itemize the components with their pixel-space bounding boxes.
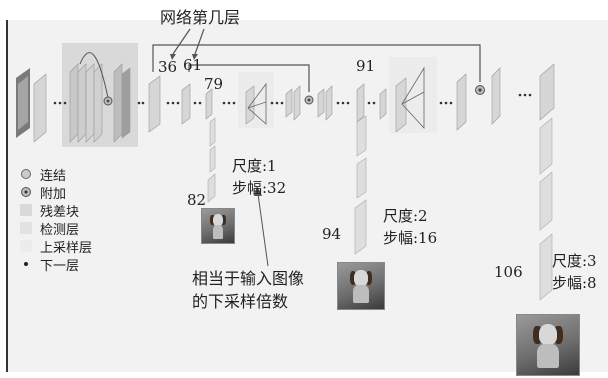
legend-item-concat: 连结 [20, 166, 67, 184]
legend-label: 连结 [40, 168, 67, 184]
legend-label: 检测层 [40, 222, 80, 238]
dog-thumbnail-medium [337, 262, 385, 310]
scale-2-label: 尺度:2 [383, 207, 428, 225]
legend-item-next-layer: 下一层 [20, 256, 80, 274]
annotation-arrowhead [254, 186, 262, 196]
layer-number-94: 94 [322, 225, 342, 243]
legend-item-detection: 检测层 [20, 220, 80, 238]
dog-thumbnail-small [201, 208, 235, 244]
skip-connection-lines [152, 28, 481, 92]
next-layer-dots [53, 93, 532, 105]
residual-block-swatch [20, 204, 32, 216]
annotation-line-2: 的下采样倍数 [192, 292, 289, 311]
upsample-fan [247, 66, 425, 130]
detection-branch-2 [354, 115, 367, 255]
diagram-title: 网络第几层 [160, 8, 241, 27]
scale-3-label: 尺度:3 [552, 252, 597, 270]
layer-block [33, 73, 47, 143]
upsample-layer-swatch [20, 240, 32, 252]
next-layer-dot [24, 262, 28, 266]
dog-thumbnail-large [516, 314, 580, 376]
layer-number-61: 61 [183, 56, 203, 74]
legend-label: 下一层 [40, 258, 80, 274]
legend-label: 残差块 [40, 204, 80, 220]
detection-layer-swatch [20, 222, 32, 234]
legend-label: 附加 [40, 186, 67, 202]
legend-item-upsample: 上采样层 [20, 238, 93, 256]
legend-label: 上采样层 [40, 240, 93, 256]
layer-number-36: 36 [158, 58, 178, 76]
residual-block-layers [69, 63, 131, 143]
stride-8-label: 步幅:8 [552, 274, 597, 292]
layer-number-79: 79 [204, 75, 224, 93]
residual-arc [79, 52, 109, 99]
backbone-layers [148, 63, 555, 133]
add-icon [21, 187, 31, 197]
legend-item-residual: 残差块 [20, 202, 80, 220]
input-image [16, 68, 30, 138]
layer-number-106: 106 [494, 263, 523, 281]
stride-16-label: 步幅:16 [383, 229, 438, 247]
detection-branch-1 [207, 117, 216, 203]
layer-number-82: 82 [187, 191, 207, 209]
legend-item-add: 附加 [20, 184, 67, 202]
arrowheads [170, 54, 198, 60]
upsample-panel [238, 72, 274, 128]
annotation-line-1: 相当于输入图像 [192, 269, 305, 288]
detection-branch-3 [539, 117, 553, 301]
stride-32-label: 步幅:32 [232, 179, 287, 197]
annotation-arrow [257, 193, 269, 267]
concat-icon [21, 169, 31, 179]
layer-number-91: 91 [356, 57, 376, 75]
scale-1-label: 尺度:1 [232, 157, 277, 175]
